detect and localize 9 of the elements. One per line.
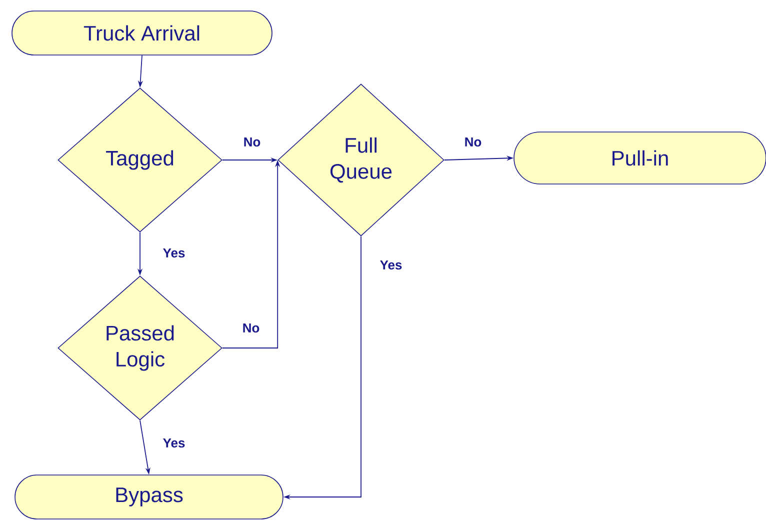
edge-label: No (244, 137, 260, 147)
terminal-box: Pull-in (514, 132, 766, 184)
terminal-box: Truck Arrival (12, 10, 272, 56)
edge-label: Yes (163, 248, 185, 258)
edge-label: No (465, 137, 482, 147)
edge-label: No (243, 323, 260, 333)
edge-label: Yes (380, 260, 402, 270)
edge-label: Yes (163, 438, 185, 448)
terminal-box: Bypass (14, 474, 284, 520)
